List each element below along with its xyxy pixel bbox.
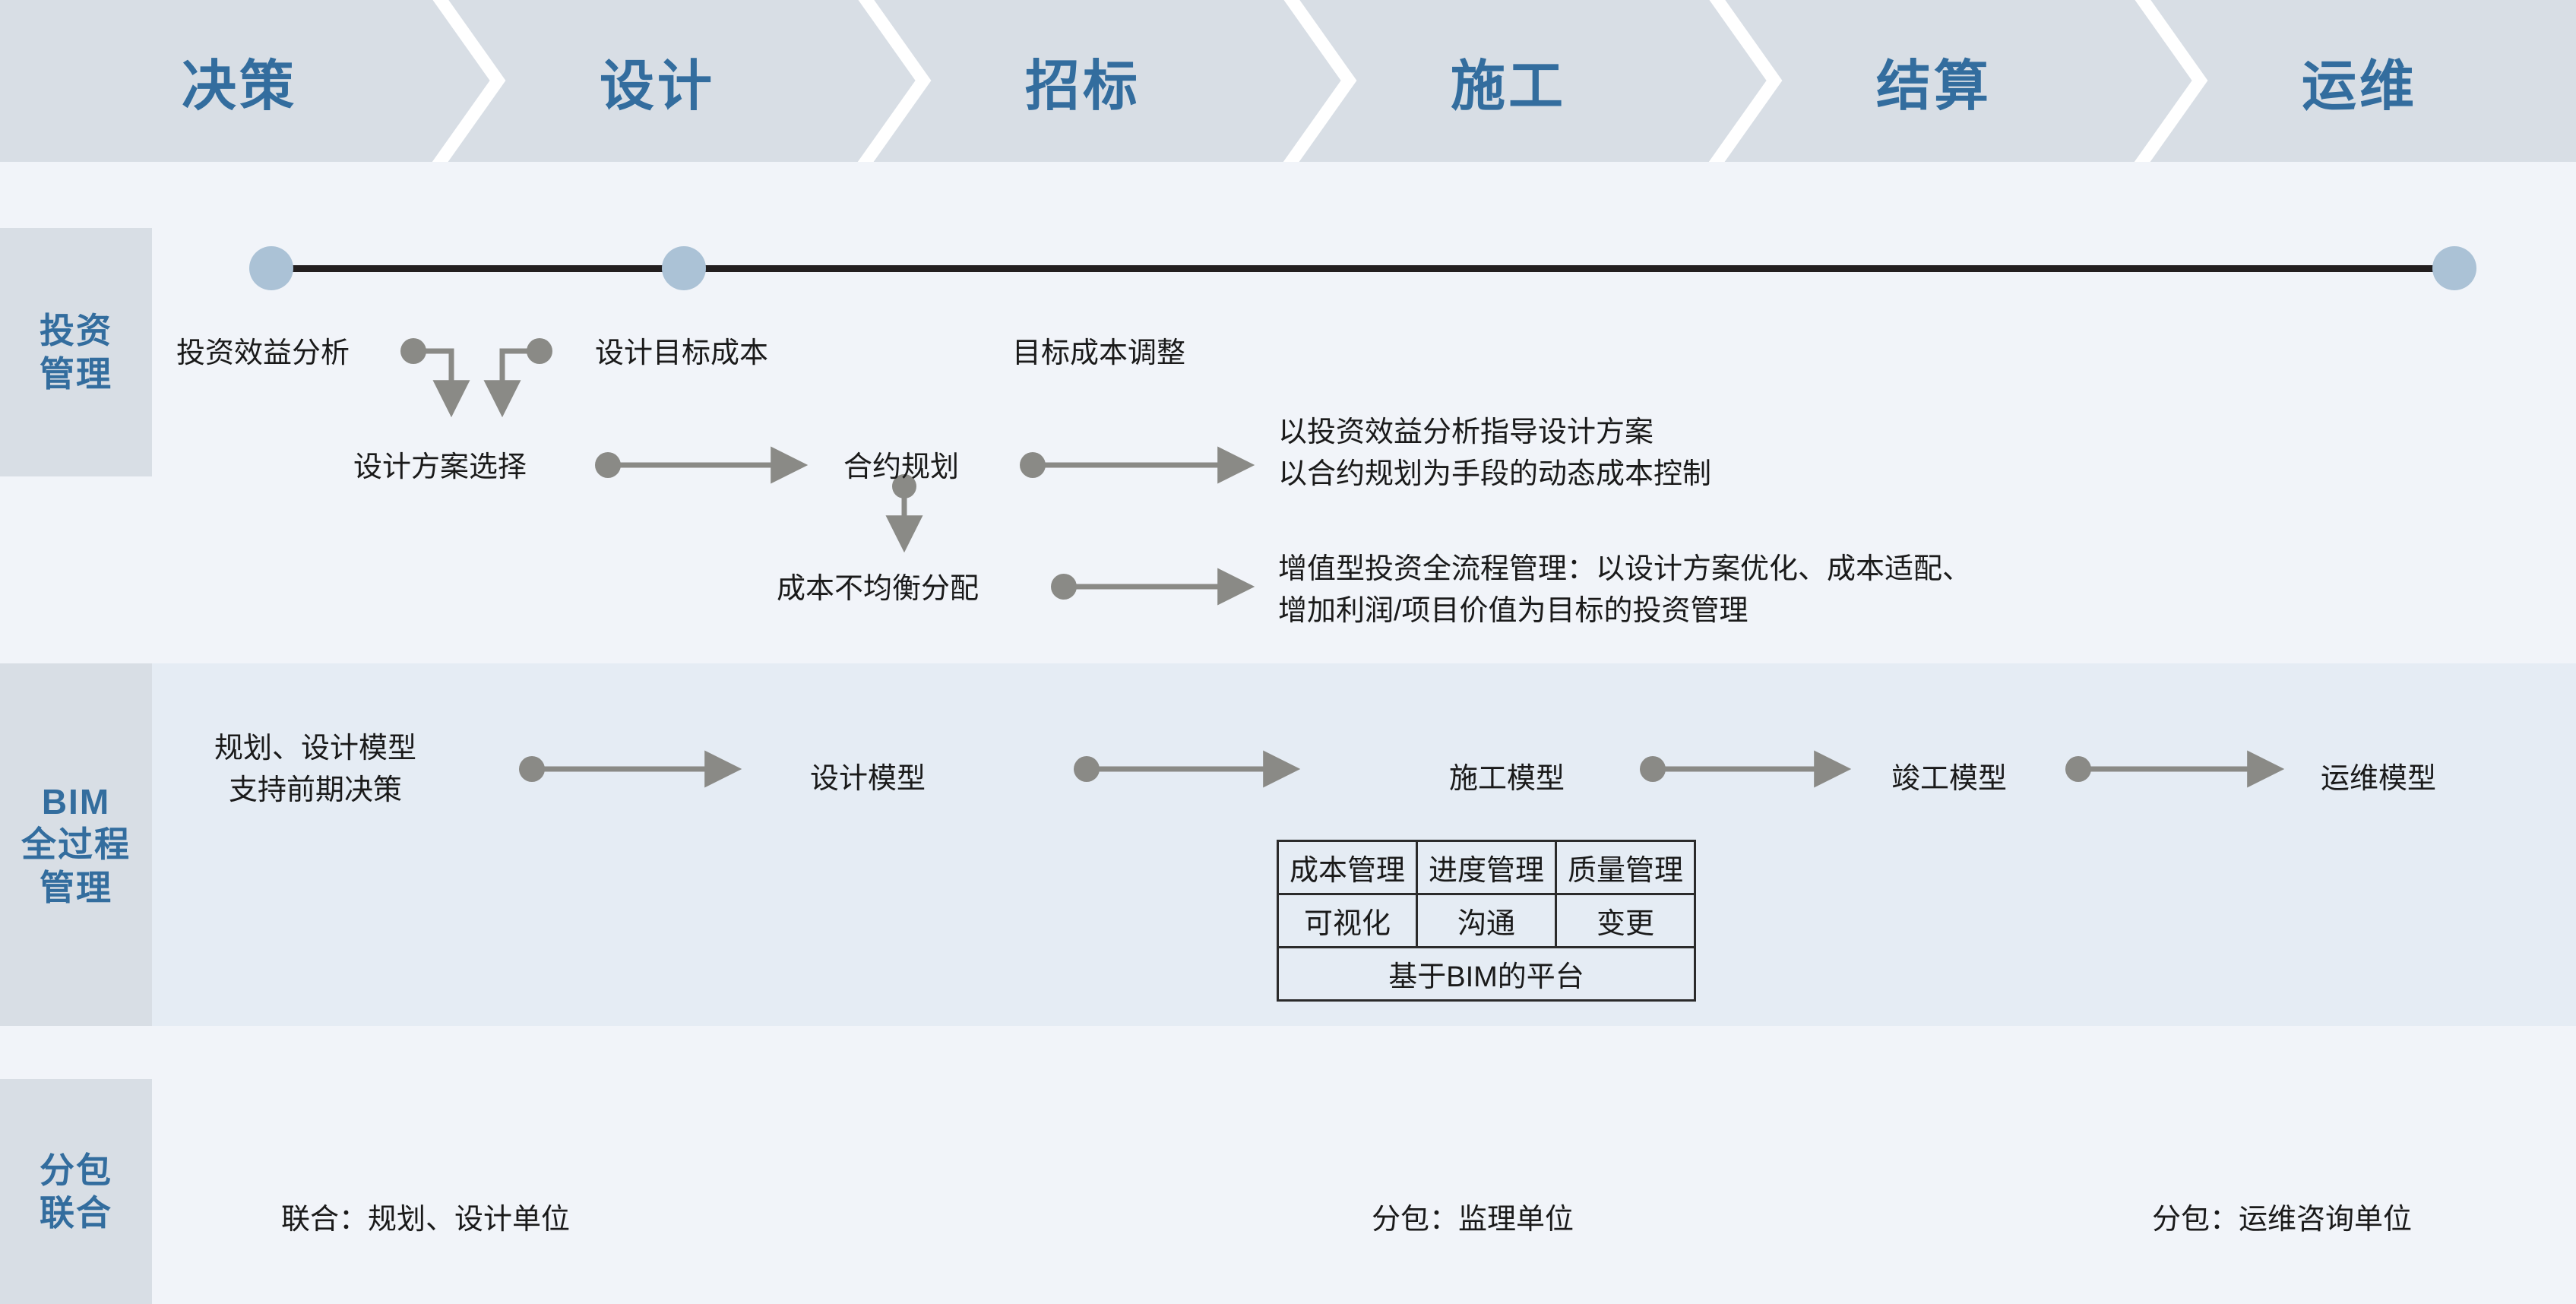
phase-decision[interactable]: 决策 — [181, 56, 297, 117]
table-cell-change[interactable]: 变更 — [1555, 893, 1697, 948]
outcome-dynamic-cost-control: 以投资效益分析指导设计方案 以合约规划为手段的动态成本控制 — [1278, 412, 1711, 495]
bim-platform-table[interactable]: 成本管理 进度管理 质量管理 可视化 沟通 变更 基于BIM的平台 — [1276, 840, 1697, 1002]
row-label-bim[interactable]: BIM 全过程 管理 — [0, 663, 152, 1026]
node-line: 规划、设计模型 — [214, 733, 417, 764]
node-sub-om-consulting-unit[interactable]: 分包：运维咨询单位 — [2152, 1204, 2413, 1236]
table-cell-visualization[interactable]: 可视化 — [1276, 893, 1419, 948]
node-design-scheme-selection[interactable]: 设计方案选择 — [353, 451, 527, 483]
table-cell-cost-management[interactable]: 成本管理 — [1276, 840, 1419, 895]
node-design-model[interactable]: 设计模型 — [809, 763, 926, 795]
outcome-line: 增值型投资全流程管理：以设计方案优化、成本适配、 — [1278, 553, 1972, 585]
table-cell-quality-management[interactable]: 质量管理 — [1555, 840, 1697, 895]
table-row: 基于BIM的平台 — [1276, 946, 1697, 1002]
row-label-line: 联合 — [40, 1193, 112, 1233]
row-label-investment[interactable]: 投资 管理 — [0, 228, 152, 476]
investment-timeline-line — [271, 265, 2454, 272]
row-label-line: 投资 — [40, 311, 112, 351]
outcome-line: 增加利润/项目价值为目标的投资管理 — [1278, 595, 1748, 628]
node-investment-benefit-analysis[interactable]: 投资效益分析 — [176, 337, 350, 369]
row-label-subcontract[interactable]: 分包 联合 — [0, 1079, 152, 1304]
chevron-separator-icon — [2128, 0, 2219, 162]
chevron-separator-icon — [426, 0, 517, 162]
node-line: 支持前期决策 — [228, 774, 403, 807]
outcome-line: 以投资效益分析指导设计方案 — [1278, 416, 1654, 448]
row-label-line: BIM — [41, 782, 111, 822]
phase-band: 决策 设计 招标 施工 结算 运维 — [0, 0, 2576, 162]
phase-construction[interactable]: 施工 — [1450, 56, 1566, 117]
node-om-model[interactable]: 运维模型 — [2320, 763, 2437, 795]
chevron-separator-icon — [851, 0, 942, 162]
outcome-line: 以合约规划为手段的动态成本控制 — [1278, 458, 1712, 491]
timeline-dot-operation[interactable] — [2432, 246, 2476, 290]
phase-design[interactable]: 设计 — [599, 56, 715, 117]
timeline-dot-design[interactable] — [662, 246, 706, 290]
phase-operation[interactable]: 运维 — [2301, 56, 2417, 117]
phase-tender[interactable]: 招标 — [1024, 56, 1141, 117]
row-label-line: 管理 — [40, 867, 112, 907]
chevron-separator-icon — [1277, 0, 1368, 162]
node-sub-supervision-unit[interactable]: 分包：监理单位 — [1372, 1204, 1574, 1236]
chevron-separator-icon — [1702, 0, 1793, 162]
row-label-line: 管理 — [40, 353, 112, 394]
row-label-line: 全过程 — [21, 824, 131, 865]
table-row: 可视化 沟通 变更 — [1276, 893, 1697, 948]
table-row: 成本管理 进度管理 质量管理 — [1276, 840, 1697, 895]
node-design-target-cost[interactable]: 设计目标成本 — [595, 337, 769, 369]
node-as-built-model[interactable]: 竣工模型 — [1891, 763, 2008, 795]
table-cell-schedule-management[interactable]: 进度管理 — [1416, 840, 1558, 895]
node-planning-design-model[interactable]: 规划、设计模型 支持前期决策 — [214, 728, 416, 812]
node-joint-planning-design-unit[interactable]: 联合：规划、设计单位 — [281, 1204, 571, 1236]
node-target-cost-adjustment[interactable]: 目标成本调整 — [1012, 337, 1186, 369]
table-cell-bim-platform[interactable]: 基于BIM的平台 — [1276, 946, 1697, 1002]
node-construction-model[interactable]: 施工模型 — [1448, 763, 1565, 795]
outcome-value-added-investment: 增值型投资全流程管理：以设计方案优化、成本适配、 增加利润/项目价值为目标的投资… — [1278, 549, 1971, 632]
node-cost-unbalanced-allocation[interactable]: 成本不均衡分配 — [777, 573, 979, 605]
row-label-line: 分包 — [40, 1150, 112, 1190]
table-cell-communication[interactable]: 沟通 — [1416, 893, 1558, 948]
timeline-dot-decision[interactable] — [249, 246, 293, 290]
phase-settlement[interactable]: 结算 — [1875, 56, 1992, 117]
node-contract-planning[interactable]: 合约规划 — [843, 451, 960, 483]
